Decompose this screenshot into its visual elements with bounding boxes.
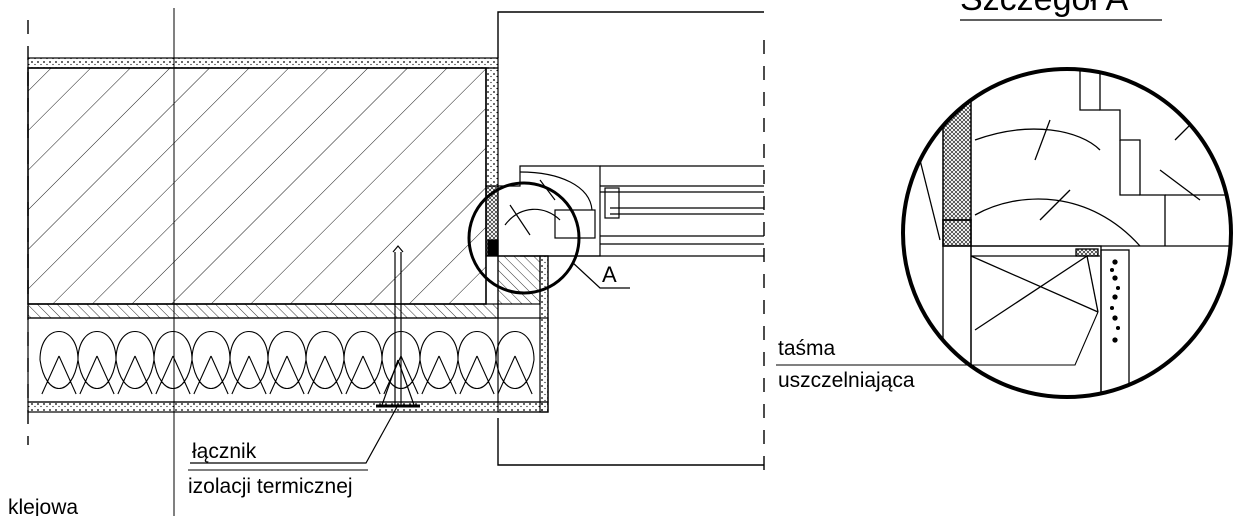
detail-a-circle	[901, 67, 1233, 399]
detail-marker-label: A	[602, 262, 617, 287]
sealing-tape-label-line2: uszczelniająca	[778, 369, 915, 392]
opening-frame-bottom	[497, 418, 764, 466]
connector-label-line2: izolacji termicznej	[188, 475, 353, 498]
wall-bottom-layer	[27, 303, 499, 319]
insulation-band	[27, 317, 549, 403]
detail-title: Szczegół A	[960, 0, 1129, 18]
sealing-tape-label-line1: taśma	[778, 337, 836, 360]
masonry-wall	[27, 67, 487, 305]
reveal-hatch	[497, 255, 541, 305]
insulation-wave-path	[39, 331, 535, 395]
opening-frame	[497, 11, 764, 58]
plaster-bottom	[27, 401, 549, 413]
sealing-tape-leader	[776, 311, 1099, 366]
adhesive-label-partial: klejowa	[8, 496, 78, 516]
plaster-side	[485, 67, 499, 187]
detail-marker-leader	[571, 261, 630, 289]
insulation-waves	[39, 331, 535, 395]
wall-section	[27, 8, 765, 516]
plaster-top	[27, 57, 499, 69]
detail-a-content	[903, 69, 1230, 397]
window-frame-profile	[485, 165, 764, 257]
connector-label-line1: łącznik	[192, 440, 257, 463]
reveal-plaster	[539, 255, 549, 413]
insulation-connector	[190, 245, 420, 464]
detail-marker-circle	[467, 181, 581, 295]
